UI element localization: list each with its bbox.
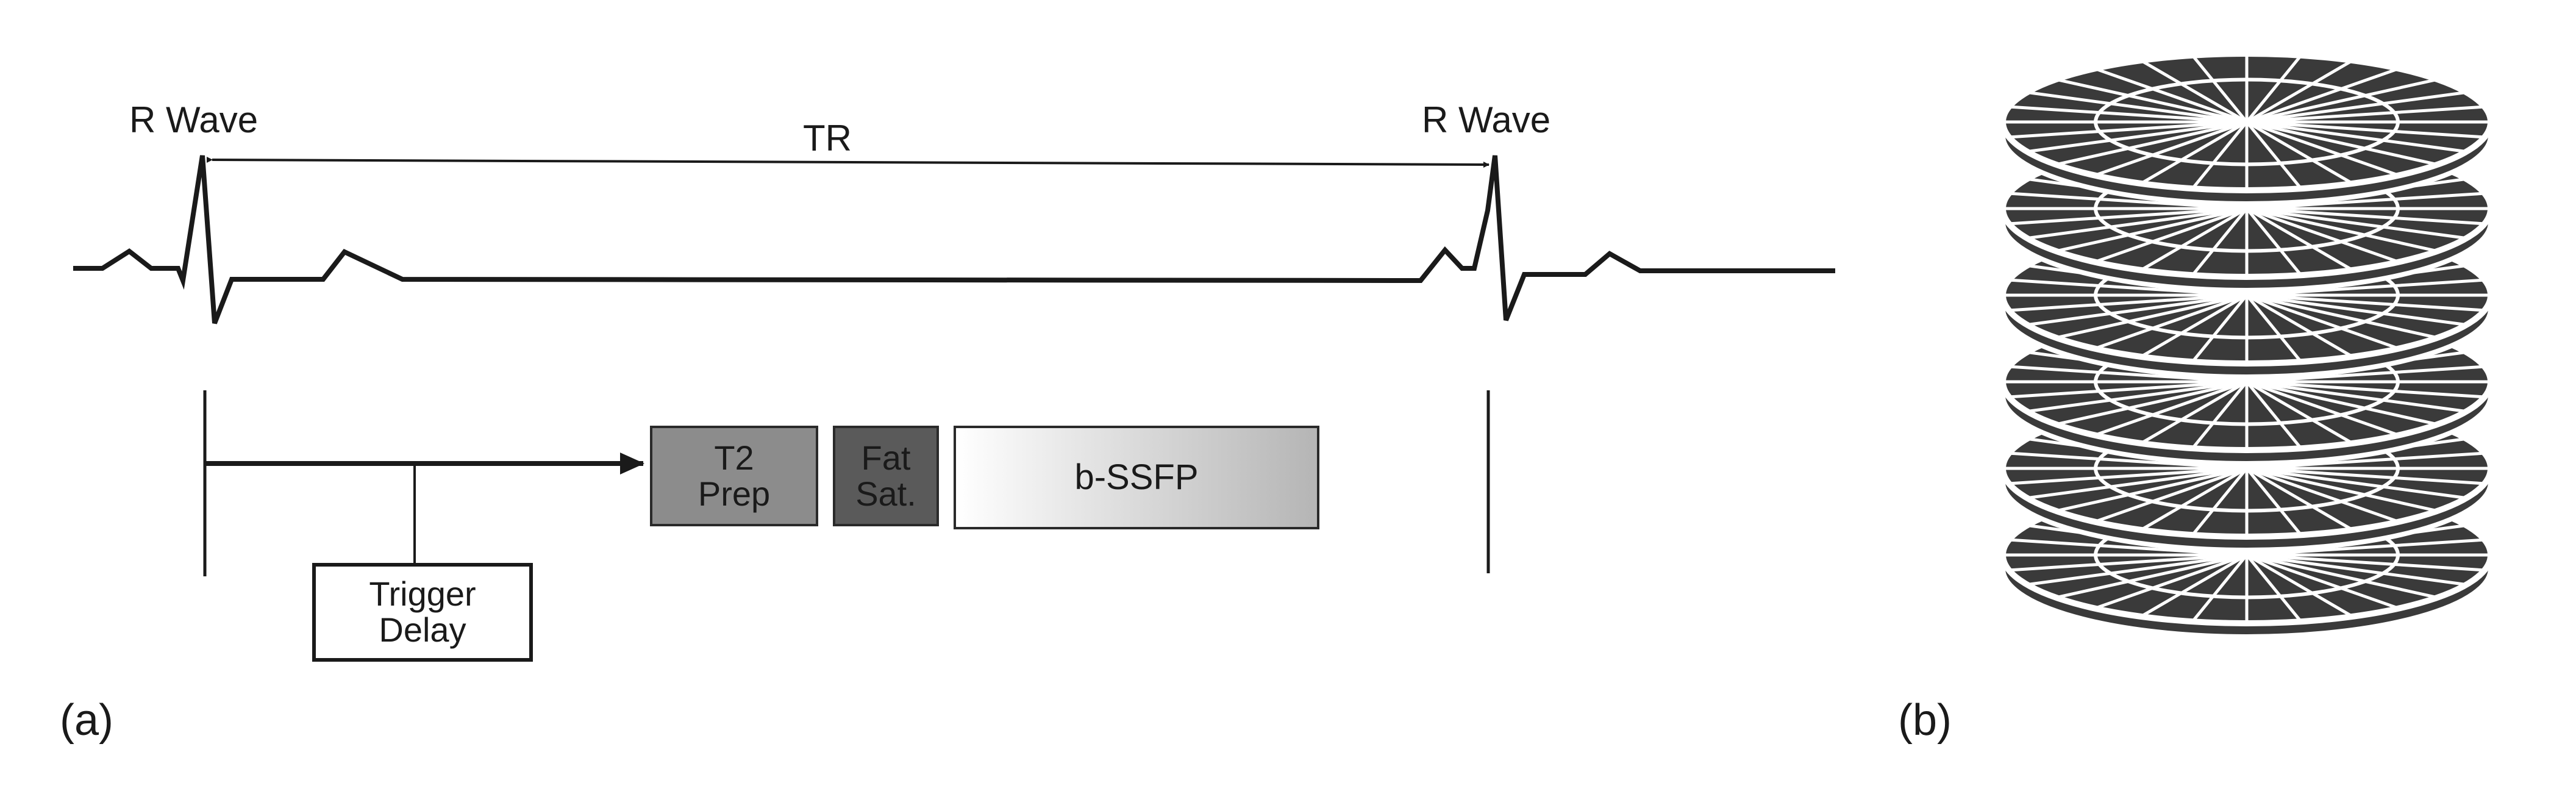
radial-disk <box>2000 51 2494 206</box>
fat-sat-label: Fat Sat. <box>855 438 916 513</box>
tr-arrow <box>206 156 1490 168</box>
radial-disk-stack <box>2000 51 2494 639</box>
trigger-delay-label: Trigger Delay <box>369 574 476 649</box>
trigger-delay-box: Trigger Delay <box>312 563 533 662</box>
t2-prep-block: T2 Prep <box>650 426 818 526</box>
r-wave-right-label: R Wave <box>1422 99 1551 140</box>
b-ssfp-label: b-SSFP <box>1074 457 1199 497</box>
tr-label: TR <box>803 118 852 159</box>
r-wave-left-label: R Wave <box>129 99 259 140</box>
t2-prep-label: T2 Prep <box>698 438 771 513</box>
ecg-trace <box>73 155 1835 324</box>
panel-b-label: (b) <box>1898 696 1952 745</box>
fat-sat-block: Fat Sat. <box>833 426 939 526</box>
b-ssfp-block: b-SSFP <box>954 426 1319 529</box>
panel-a-label: (a) <box>60 696 113 745</box>
